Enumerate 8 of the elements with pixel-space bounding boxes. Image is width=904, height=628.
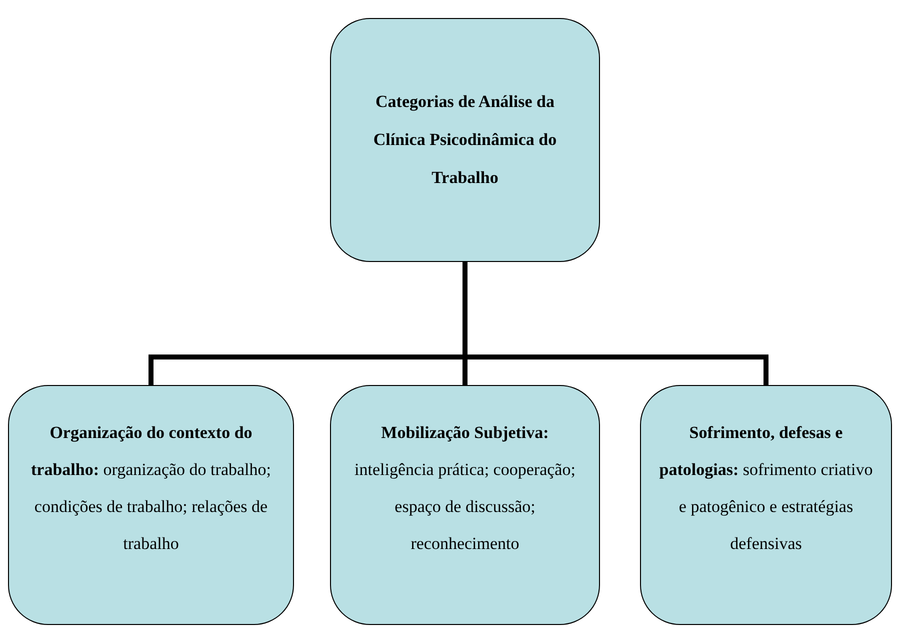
category-text: Categorias de Análise da Clínica Psicodinâmica do Trabalho <box>372 91 558 189</box>
category-box <box>8 385 294 625</box>
category-box <box>330 18 600 262</box>
category-box <box>330 385 600 625</box>
category-box <box>640 385 892 625</box>
category-text: Mobilização Subjetiva: inteligência prática; cooperação; espaço de discussão; reconhecimento <box>354 422 576 555</box>
category-text: Organização do contexto do trabalho: organização do trabalho; condições de trabalho; relações de trabalho <box>30 422 272 555</box>
category-text: Sofrimento, defesas e patologias: sofrimento criativo e patogênico e estratégias defensivas <box>658 422 874 555</box>
